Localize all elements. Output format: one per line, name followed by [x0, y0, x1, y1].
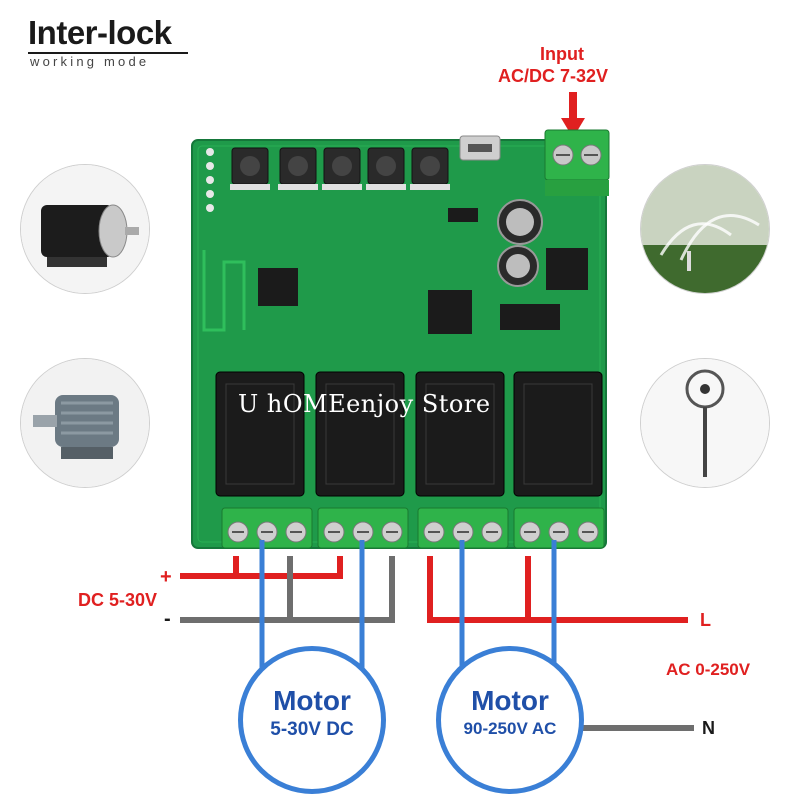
output-terminals	[221, 507, 605, 549]
sprinkler-photo-icon	[640, 164, 770, 294]
dc-range-label: DC 5-30V	[78, 590, 158, 610]
tactile-button-ch4	[278, 147, 318, 190]
relay-2	[315, 371, 405, 497]
input-voltage-label: AC/DC 7-32V	[498, 66, 609, 86]
input-terminal	[544, 129, 610, 196]
relay-3	[415, 371, 505, 497]
ac-line-label: L	[700, 610, 711, 630]
motor-ac-title: Motor	[471, 685, 549, 716]
store-watermark: U hOMEenjoy Store	[238, 390, 491, 418]
fan-photo-icon	[640, 358, 770, 488]
output-terminal-4	[513, 507, 605, 549]
output-terminal-3	[417, 507, 509, 549]
dc-plus-label: +	[160, 566, 172, 588]
output-terminal-2	[317, 507, 409, 549]
input-arrow-icon	[561, 92, 585, 138]
motor-dc-rating: 5-30V DC	[270, 719, 354, 740]
page-title: Inter-lock	[28, 14, 172, 51]
relay-4	[513, 371, 603, 497]
motor-ac: Motor 90-250V AC	[436, 646, 584, 794]
input-label: Input	[540, 44, 584, 64]
pcb-components	[202, 199, 588, 334]
tactile-button-ch1	[410, 147, 450, 190]
dc-minus-label: -	[164, 608, 171, 630]
indicator-leds	[206, 148, 214, 212]
tactile-button-ch2	[366, 147, 406, 190]
ac-motor-photo-icon	[20, 358, 150, 488]
motor-wiring	[259, 540, 557, 680]
motor-dc: Motor 5-30V DC	[238, 646, 386, 794]
ac-range-label: AC 0-250V	[666, 660, 751, 679]
title-underline	[28, 52, 188, 54]
output-terminal-1	[221, 507, 313, 549]
relays	[215, 371, 603, 497]
dc-wiring	[180, 556, 395, 623]
relay-1	[215, 371, 305, 497]
page-subtitle: working mode	[30, 54, 150, 69]
motor-dc-title: Motor	[273, 685, 351, 716]
ac-neutral-label: N	[702, 718, 715, 738]
dc-motor-photo-icon	[20, 164, 150, 294]
tactile-button-ch3	[322, 147, 362, 190]
tactile-button-mode	[230, 147, 270, 190]
tactile-buttons	[230, 147, 450, 190]
motor-ac-rating: 90-250V AC	[463, 719, 557, 738]
